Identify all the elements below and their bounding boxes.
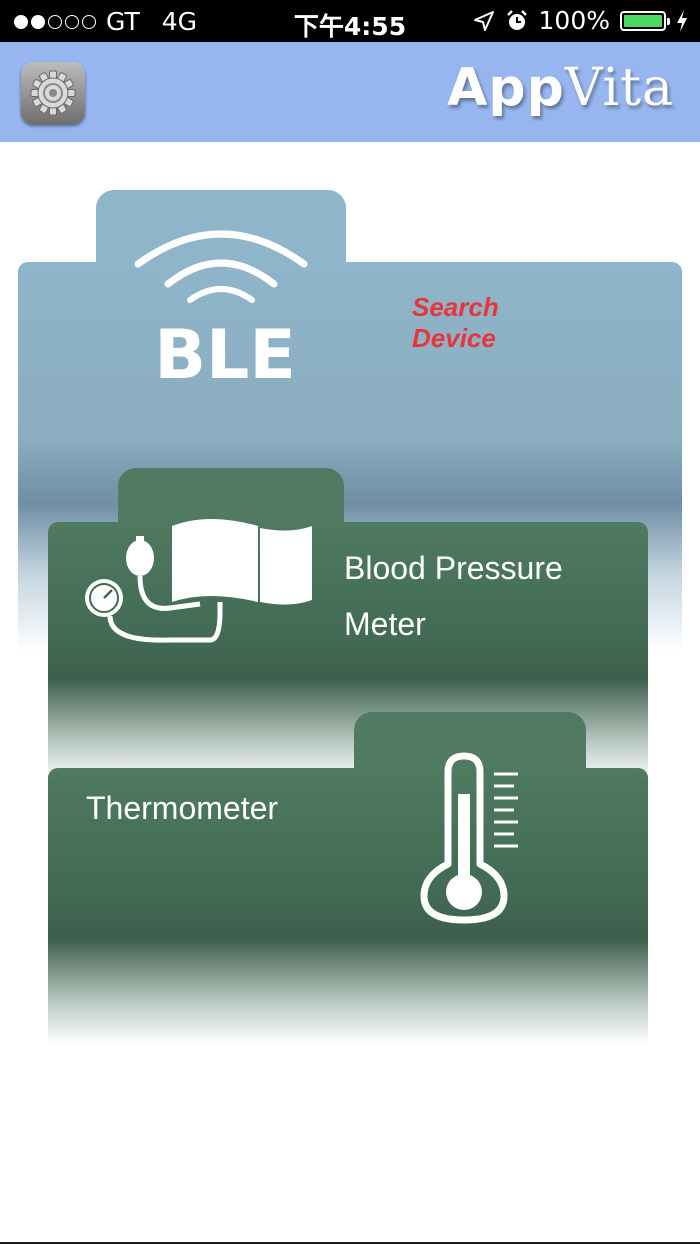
- carrier-name: GT: [106, 7, 140, 36]
- status-right: 100%: [473, 6, 688, 35]
- status-time: 下午4:55: [293, 12, 407, 41]
- thermometer-label: Thermometer: [86, 790, 279, 826]
- charging-bolt-icon: [677, 9, 687, 32]
- ble-icon-text: BLE: [154, 316, 296, 386]
- nav-bar: AppVita: [0, 42, 700, 142]
- location-arrow-icon: [473, 10, 494, 31]
- thermometer-icon: [420, 752, 518, 924]
- status-left: GT 4G: [14, 7, 197, 36]
- signal-dot: [48, 14, 62, 29]
- wifi-signal-icon: [134, 230, 308, 303]
- blood-pressure-label-line1: Blood Pressure: [344, 550, 563, 586]
- brand-part1: App: [447, 58, 565, 118]
- signal-dot: [65, 14, 79, 29]
- signal-dot: [14, 14, 28, 29]
- settings-button[interactable]: [21, 62, 85, 124]
- blood-pressure-label: Blood Pressure Meter: [344, 540, 644, 652]
- appvita-logo: AppVita: [447, 58, 674, 118]
- ble-icon: BLE: [154, 316, 296, 386]
- gear-icon: [30, 70, 76, 116]
- battery-percent: 100%: [538, 6, 610, 35]
- thermometer-card-body[interactable]: [48, 768, 648, 1044]
- alarm-icon: [506, 9, 527, 30]
- blood-pressure-cuff-icon: [85, 519, 312, 643]
- status-bar: GT 4G 下午4:55 100%: [0, 0, 700, 42]
- blood-pressure-label-line2: Meter: [344, 606, 426, 642]
- battery-fill: [624, 14, 662, 27]
- search-device-button[interactable]: Search Device: [412, 292, 499, 353]
- battery-icon: [620, 10, 670, 31]
- signal-dot: [82, 14, 96, 29]
- signal-dot: [31, 14, 45, 29]
- bottom-divider: [0, 1242, 700, 1244]
- network-type: 4G: [161, 7, 198, 36]
- signal-strength-icon: [14, 14, 96, 29]
- brand-part2: Vita: [564, 58, 674, 118]
